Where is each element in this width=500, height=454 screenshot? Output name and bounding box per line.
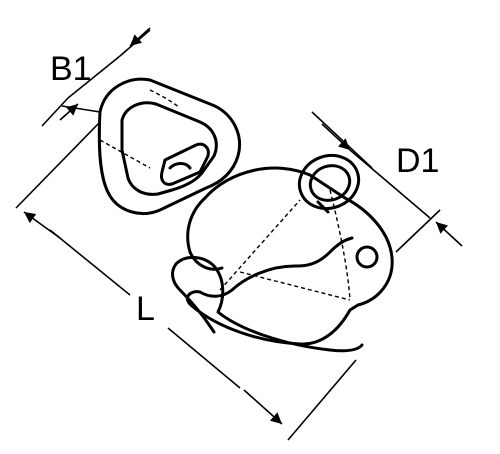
l-arrow-upper bbox=[23, 211, 61, 239]
l-label: L bbox=[136, 290, 155, 328]
pin-hole-icon bbox=[355, 245, 379, 269]
b1-arrow-lower bbox=[59, 103, 79, 121]
d1-extension-top bbox=[311, 111, 373, 169]
b1-label: B1 bbox=[50, 50, 92, 88]
l-extension-top bbox=[15, 121, 101, 209]
d1-extension-bottom bbox=[395, 209, 441, 253]
l-arrow-lower bbox=[243, 389, 283, 425]
d1-dimension-line bbox=[349, 149, 431, 219]
shackle-body bbox=[171, 166, 394, 353]
swivel-eye bbox=[97, 77, 241, 215]
dimension-l: L bbox=[15, 121, 357, 441]
d1-arrow-upper bbox=[321, 123, 351, 151]
l-dimension-line-upper bbox=[49, 229, 131, 296]
b1-arrow-upper bbox=[129, 27, 151, 47]
b1-extension-bottom bbox=[41, 97, 69, 127]
dimension-d1: D1 bbox=[311, 111, 463, 253]
dimension-b1: B1 bbox=[41, 27, 151, 127]
shackle-ring bbox=[297, 154, 361, 214]
d1-label: D1 bbox=[396, 142, 439, 180]
l-dimension-line-lower bbox=[167, 327, 241, 389]
l-extension-bottom bbox=[287, 359, 357, 441]
b1-extension-top bbox=[119, 29, 151, 57]
d1-arrow-lower bbox=[435, 221, 463, 247]
b1-extension-left bbox=[67, 55, 121, 99]
